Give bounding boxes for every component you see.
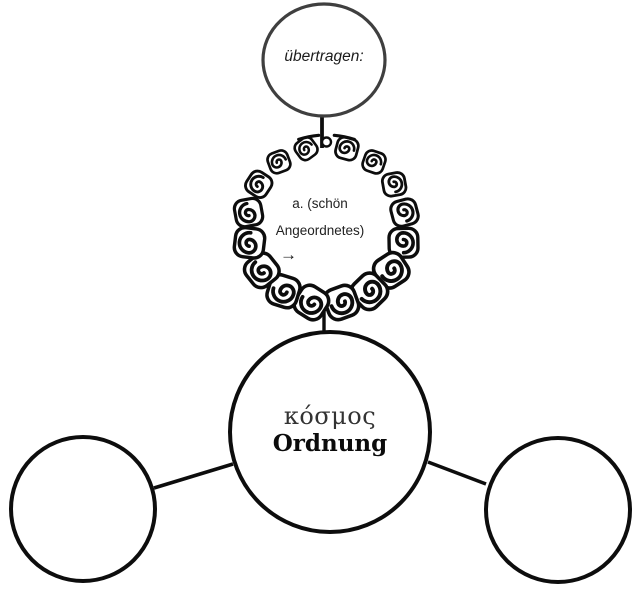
- center-node-label: κόσμος Ordnung: [230, 402, 430, 458]
- ornament-text-line-2: Angeordnetes): [275, 223, 365, 238]
- connector-center-right: [427, 460, 487, 486]
- connector-center-left: [153, 462, 234, 490]
- ornament-text-line-1: a. (schön: [292, 196, 348, 211]
- spiral-necklace-icon: [232, 133, 420, 322]
- ornament-node-text: a. (schön Angeordnetes) →: [270, 190, 370, 266]
- top-node-circle: [261, 2, 387, 118]
- top-node-label: übertragen:: [284, 48, 364, 65]
- greek-term: κόσμος: [283, 402, 377, 430]
- right-arrow-icon: →: [280, 245, 297, 264]
- german-translation: Ordnung: [272, 430, 388, 457]
- right-node-circle: [484, 436, 632, 584]
- left-node-circle: [9, 435, 157, 583]
- center-node-circle: [228, 330, 432, 534]
